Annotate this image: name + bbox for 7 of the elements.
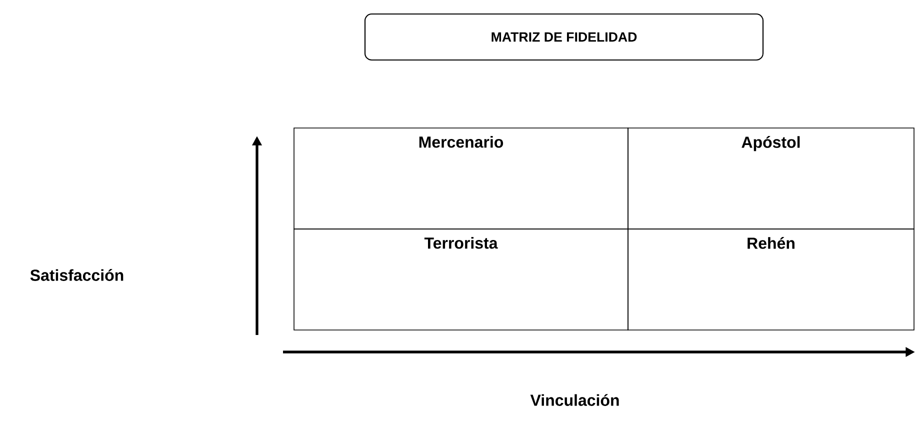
matrix-cell: Mercenario [294,128,628,230]
matrix-cell: Rehén [628,228,914,330]
axis-label: Vinculación [530,394,619,406]
title-box: MATRIZ DE FIDELIDAD [364,13,764,61]
axis-label: Satisfacción [30,269,124,281]
matrix-cell: Apóstol [628,128,914,230]
matrix-cell: Terrorista [294,228,628,330]
